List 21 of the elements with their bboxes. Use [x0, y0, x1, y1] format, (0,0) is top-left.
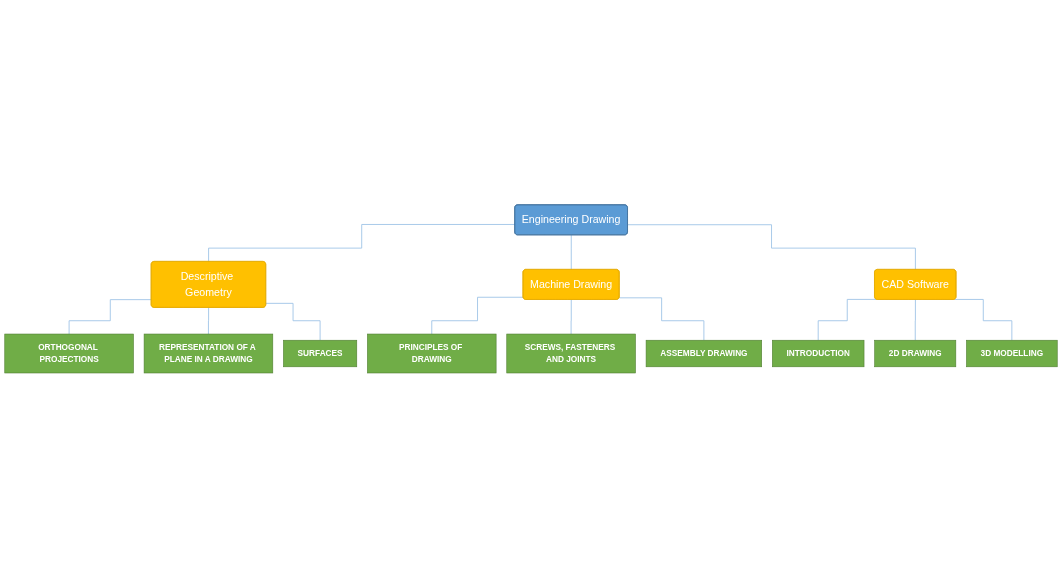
connector [618, 297, 705, 341]
connector [954, 299, 1013, 341]
node-box: ASSEMBLY DRAWING [645, 340, 762, 368]
node-box: 2D DRAWING [874, 340, 957, 368]
connector [817, 299, 877, 341]
node-box: ORTHOGONAL PROJECTIONS [4, 333, 134, 374]
node-box: 3D MODELLING [966, 340, 1058, 368]
node-box: SCREWS, FASTENERS AND JOINTS [506, 333, 636, 374]
connector [914, 299, 916, 341]
connector [627, 224, 916, 271]
connector [570, 299, 572, 335]
connector [265, 303, 321, 341]
node-box: INTRODUCTION [772, 340, 865, 368]
connector [208, 224, 516, 263]
connector [68, 299, 152, 335]
node-box: REPRESENTATION OF A PLANE IN A DRAWING [143, 333, 274, 374]
connector [570, 234, 572, 271]
node-box: SURFACES [283, 340, 358, 368]
connector [208, 307, 210, 335]
node-box: PRINCIPLES OF DRAWING [367, 333, 497, 374]
connector [431, 296, 524, 335]
